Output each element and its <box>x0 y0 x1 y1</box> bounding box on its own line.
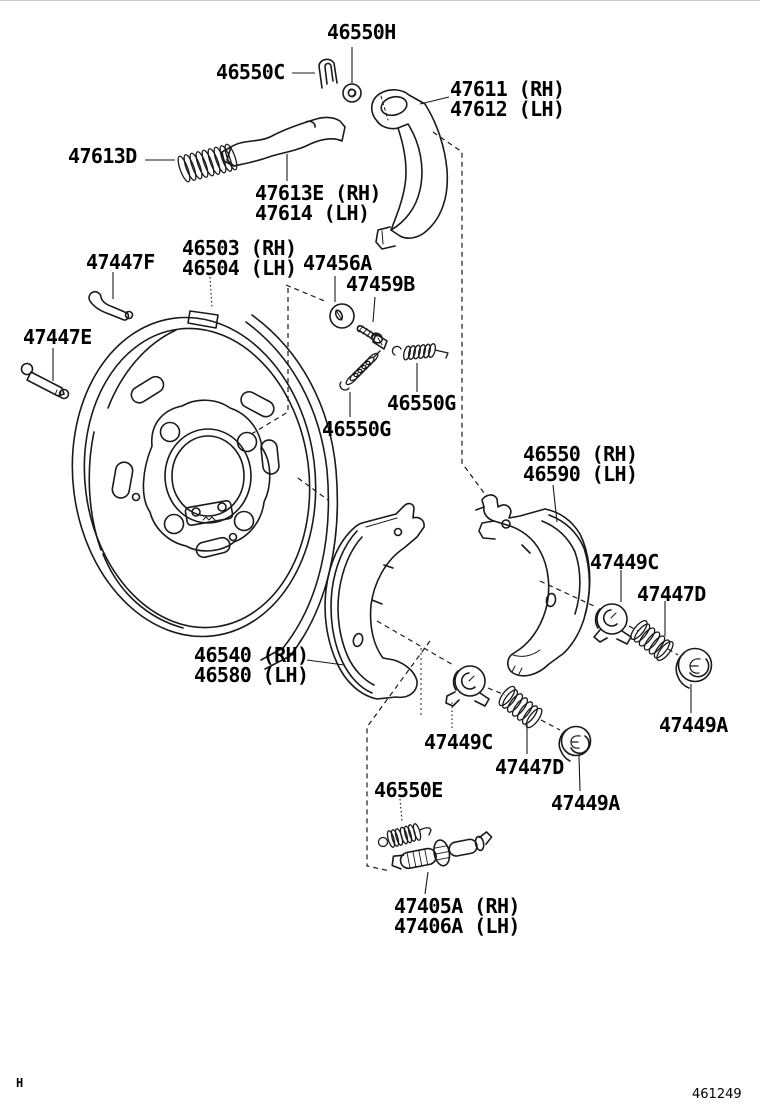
part-code-alt: 46504 (LH) <box>182 256 297 280</box>
label-47613D: 47613D <box>68 146 137 166</box>
part-code: 47613E (RH) <box>255 181 381 205</box>
part-code: 46550 (RH) <box>523 442 638 466</box>
hold-cam-upper-drawing <box>593 603 632 645</box>
part-code-alt: 46580 (LH) <box>194 663 309 687</box>
brake-shoe-front-drawing <box>324 502 425 700</box>
strut-47613E-drawing <box>221 116 346 167</box>
return-spring-lower-drawing <box>339 350 381 391</box>
label-47447D-lower: 47447D <box>495 757 564 777</box>
anchor-bolt-47447E-drawing <box>20 362 70 400</box>
part-code-alt: 47612 (LH) <box>450 97 565 121</box>
part-code: 47447D <box>637 582 706 606</box>
hold-cam-lower-drawing <box>445 665 490 707</box>
backing-plate-drawing <box>71 310 339 670</box>
hold-plug-lower-drawing <box>558 725 592 762</box>
label-47447D-upper: 47447D <box>637 584 706 604</box>
label-46540-46580: 46540 (RH)46580 (LH) <box>194 643 309 687</box>
hold-spring-upper-drawing <box>630 619 674 662</box>
label-46503-46504: 46503 (RH)46504 (LH) <box>182 236 297 280</box>
label-47405A-47406A: 47405A (RH)47406A (LH) <box>394 896 520 936</box>
label-47449A-right: 47449A <box>659 715 728 735</box>
part-code: 47459B <box>346 272 415 296</box>
lever-47611-drawing <box>371 89 449 250</box>
part-code-alt: 47614 (LH) <box>255 201 370 225</box>
label-46550-46590: 46550 (RH)46590 (LH) <box>523 442 638 486</box>
page-mark: H <box>16 1076 24 1090</box>
part-code: 46503 (RH) <box>182 236 297 260</box>
label-47611-47612: 47611 (RH)47612 (LH) <box>450 77 565 121</box>
part-code: 47613D <box>68 144 137 168</box>
label-47459B: 47459B <box>346 274 415 294</box>
part-code: 47456A <box>303 251 372 275</box>
spring-47613D-drawing <box>177 143 238 183</box>
hold-spring-lower-drawing <box>498 685 543 729</box>
shoe-adjuster-drawing <box>391 831 493 870</box>
label-47447E: 47447E <box>23 327 92 347</box>
part-code: 47449C <box>590 550 659 574</box>
part-code: 46550G <box>387 391 456 415</box>
label-47447F: 47447F <box>86 252 155 272</box>
bolt-47459B-drawing <box>356 324 388 350</box>
clip-46550C-drawing <box>318 58 338 89</box>
return-spring-upper-drawing <box>391 343 449 361</box>
leader-lines <box>52 47 692 895</box>
adjuster-spring-drawing <box>377 823 432 848</box>
figure-number: 461249 <box>692 1087 742 1102</box>
label-46550G-upper: 46550G <box>387 393 456 413</box>
part-code: 47449A <box>659 713 728 737</box>
brake-shoe-rear-drawing <box>475 494 591 677</box>
part-code: 47405A (RH) <box>394 894 520 918</box>
washer-47456A-drawing <box>329 303 355 329</box>
label-47449C-lower: 47449C <box>424 732 493 752</box>
part-code: 46540 (RH) <box>194 643 309 667</box>
label-47613E-47614: 47613E (RH)47614 (LH) <box>255 183 381 223</box>
hold-plug-right-drawing <box>675 647 713 689</box>
part-code: 47449A <box>551 791 620 815</box>
label-47449C-upper: 47449C <box>590 552 659 572</box>
label-46550E: 46550E <box>374 780 443 800</box>
part-code: 46550G <box>322 417 391 441</box>
label-47449A-lower: 47449A <box>551 793 620 813</box>
part-code: 47447F <box>86 250 155 274</box>
part-code: 47447E <box>23 325 92 349</box>
wire-clip-47447F-drawing <box>88 291 134 321</box>
part-code: 47611 (RH) <box>450 77 565 101</box>
part-code-alt: 47406A (LH) <box>394 914 520 938</box>
part-code: 46550C <box>216 60 285 84</box>
part-code-alt: 46590 (LH) <box>523 462 638 486</box>
part-code: 46550E <box>374 778 443 802</box>
part-code: 46550H <box>327 20 396 44</box>
label-46550G-lower: 46550G <box>322 419 391 439</box>
nut-46550H-drawing <box>342 83 362 103</box>
part-code: 47449C <box>424 730 493 754</box>
label-46550H: 46550H <box>327 22 396 42</box>
label-46550C: 46550C <box>216 62 285 82</box>
label-47456A: 47456A <box>303 253 372 273</box>
assembly-lines <box>247 131 679 872</box>
part-code: 47447D <box>495 755 564 779</box>
